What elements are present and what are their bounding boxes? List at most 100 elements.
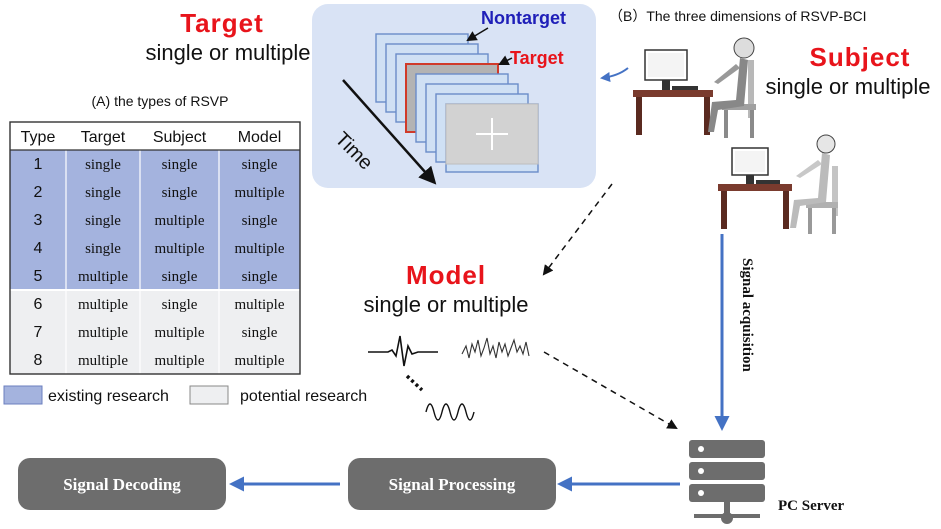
table-cell-subject: multiple <box>155 353 205 369</box>
chair-leg-2b <box>832 208 836 234</box>
person-body-1 <box>708 58 748 132</box>
table-cell-type: 3 <box>34 212 43 229</box>
table-cell-subject: multiple <box>155 241 205 257</box>
signal-processing-box <box>348 458 556 510</box>
model-waveforms <box>368 335 530 421</box>
table-cell-model: single <box>242 269 278 285</box>
table-cell-type: 4 <box>34 240 43 257</box>
monitor-stand-1 <box>662 80 670 90</box>
table-cell-subject: single <box>162 157 198 173</box>
desk-leg-2a <box>721 191 727 229</box>
subject-workstation-2 <box>718 134 838 234</box>
table-cell-type: 1 <box>34 156 43 173</box>
table-cell-subject: single <box>162 297 198 313</box>
table-cell-model: multiple <box>235 297 285 313</box>
table-cell-subject: multiple <box>155 213 205 229</box>
table-cell-model: multiple <box>235 353 285 369</box>
chair-leg-1b <box>750 110 754 138</box>
table-cell-target: multiple <box>78 297 128 313</box>
server-led-2 <box>698 468 704 474</box>
subject-workstation-1 <box>633 37 756 138</box>
table-cell-subject: multiple <box>155 325 205 341</box>
person-arm-2 <box>796 160 822 178</box>
person-arm-1 <box>714 64 740 84</box>
rsvp-panel: Nontarget Target Time <box>312 4 596 188</box>
monitor-screen-1 <box>648 53 684 77</box>
desk-leg-1b <box>704 97 710 135</box>
table-row <box>10 262 300 290</box>
ellipsis-dots <box>405 374 424 392</box>
table-cell-model: single <box>242 325 278 341</box>
section-a-title: (A) the types of RSVP <box>92 93 229 109</box>
server-unit-1 <box>689 440 765 458</box>
table-header-target: Target <box>81 129 126 146</box>
table-cell-type: 5 <box>34 268 43 285</box>
table-row <box>10 206 300 234</box>
table-cell-type: 6 <box>34 296 43 313</box>
legend-existing-swatch <box>3 385 43 405</box>
target-pointer-arrow <box>498 55 513 65</box>
legend: existing research potential research <box>3 385 367 405</box>
section-b-title: （B）The three dimensions of RSVP-BCI <box>609 8 867 24</box>
table-row <box>10 346 300 374</box>
spike-waveform <box>368 335 438 367</box>
subject-title: Subject <box>810 42 911 72</box>
table-cell-model: multiple <box>235 185 285 201</box>
image-stack <box>375 33 539 173</box>
table-row <box>10 150 300 178</box>
model-subtitle: single or multiple <box>363 292 528 317</box>
table-cell-model: single <box>242 157 278 173</box>
table-cell-target: single <box>85 185 121 201</box>
table-row <box>10 290 300 318</box>
nontarget-pointer-arrow <box>466 27 489 42</box>
table-cell-target: single <box>85 241 121 257</box>
chair-leg-1a <box>724 110 728 138</box>
keyboard-2 <box>756 180 780 184</box>
table-cell-model: multiple <box>235 241 285 257</box>
pc-server-icon <box>689 440 765 524</box>
chair-leg-2a <box>808 208 812 234</box>
noisy-waveform <box>461 337 530 359</box>
table-cell-type: 2 <box>34 184 43 201</box>
table-cell-target: multiple <box>78 353 128 369</box>
table-header-model: Model <box>238 129 282 146</box>
monitor-screen-2 <box>735 151 765 172</box>
table-border <box>9 121 301 375</box>
signal-processing-label: Signal Processing <box>389 475 516 494</box>
desk-leg-2b <box>783 191 789 229</box>
legend-potential-swatch <box>189 385 229 405</box>
chair-seat-1 <box>722 104 756 110</box>
nontarget-label: Nontarget <box>481 8 566 28</box>
table-cell-model: single <box>242 213 278 229</box>
rsvp-types-table: Type Target Subject Model 1 single single singl… <box>9 121 301 375</box>
signal-decoding-box <box>18 458 226 510</box>
server-led-3 <box>698 490 704 496</box>
desk-top-2 <box>718 184 792 191</box>
table-cell-type: 8 <box>34 352 43 369</box>
rsvp-target-label: Target <box>510 48 564 68</box>
subject-to-panel-arrow <box>600 67 629 82</box>
head-with-eeg-cap-1 <box>733 37 755 59</box>
keyboard-1 <box>672 86 698 90</box>
subject-subtitle: single or multiple <box>765 74 930 99</box>
signal-acquisition-label: Signal acquisition <box>739 258 755 372</box>
table-header-type: Type <box>21 129 56 146</box>
server-stem <box>724 502 730 514</box>
server-unit-3 <box>689 484 765 502</box>
model-title: Model <box>406 260 486 290</box>
table-row <box>10 178 300 206</box>
table-cell-target: multiple <box>78 325 128 341</box>
model-to-server-arrow <box>543 351 678 430</box>
table-row <box>10 318 300 346</box>
server-base-node <box>721 512 733 524</box>
sine-waveform <box>425 403 475 421</box>
legend-potential-label: potential research <box>240 388 367 405</box>
table-header-subject: Subject <box>153 129 207 146</box>
table-cell-target: multiple <box>78 269 128 285</box>
desk-leg-1a <box>636 97 642 135</box>
table-cell-target: single <box>85 157 121 173</box>
table-cell-type: 7 <box>34 324 43 341</box>
time-arrow <box>342 79 437 185</box>
person-body-2 <box>790 153 830 228</box>
